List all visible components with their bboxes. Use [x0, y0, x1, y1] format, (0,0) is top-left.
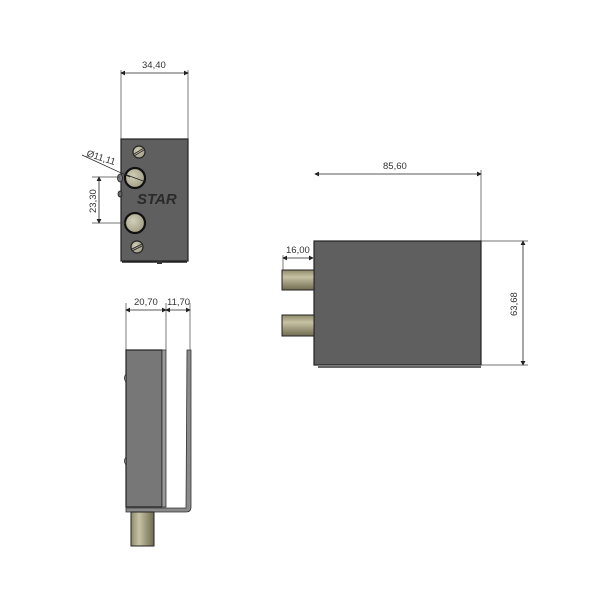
side-view: 20,70 11,70 [124, 297, 192, 547]
bracket [125, 349, 192, 513]
side-body [125, 349, 163, 508]
top-body [313, 240, 482, 366]
pin [130, 511, 155, 547]
dim-length: 85,60 [383, 161, 407, 172]
dim-body-depth: 20,70 [134, 297, 158, 308]
dim-hole-diameter: Ø11,11 [85, 148, 117, 168]
pin-upper [281, 269, 315, 291]
dim-pin-length: 16,00 [286, 245, 310, 256]
screw-icon [130, 240, 144, 254]
top-view: 85,60 16,00 63,68 [281, 161, 528, 368]
logo-star: STAR [137, 191, 177, 208]
dim-hole-spacing: 23,30 [88, 189, 99, 213]
hole-upper [123, 166, 147, 190]
screw-icon [132, 145, 146, 159]
hole-lower [123, 211, 147, 235]
pin-lower [281, 314, 315, 337]
dim-bracket-depth: 11,70 [167, 297, 190, 308]
front-view: 34,40 STAR Ø11, [81, 60, 189, 264]
dim-height: 63,68 [509, 292, 520, 316]
front-body [120, 138, 189, 262]
dim-front-width: 34,40 [142, 60, 166, 71]
